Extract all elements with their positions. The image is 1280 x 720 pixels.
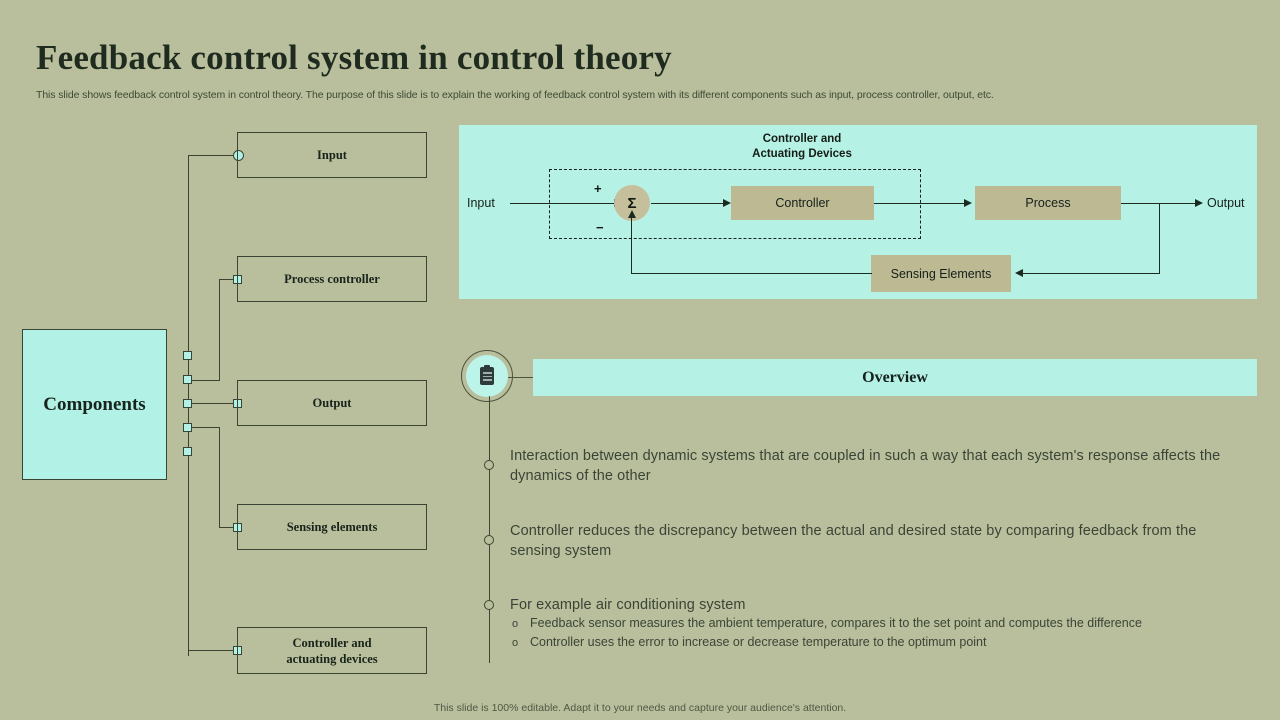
tree-branch-sensing-h2 — [219, 527, 238, 529]
tree-branch-process-controller-v — [219, 280, 221, 381]
component-box-input[interactable]: Input — [237, 132, 427, 178]
tree-branch-output — [188, 403, 238, 405]
component-box-sensing-elements[interactable]: Sensing elements — [237, 504, 427, 550]
components-root-box[interactable]: Components — [22, 329, 167, 480]
tree-spine-node-5[interactable] — [183, 447, 192, 456]
tree-branch-sensing-h1 — [188, 427, 220, 429]
feedback-into-sum-arrowhead — [627, 210, 636, 218]
tree-spine-node-1[interactable] — [183, 351, 192, 360]
sub-bullet-text-1: Feedback sensor measures the ambient tem… — [530, 616, 1142, 630]
feedback-vertical-to-sum — [631, 217, 633, 274]
diagram-block-sensing-elements-label: Sensing Elements — [890, 266, 992, 281]
overview-bullet-3: For example air conditioning system — [510, 597, 746, 613]
feedback-to-sensing-arrowhead — [1015, 269, 1023, 277]
block-diagram-panel: Controller and Actuating Devices Input +… — [459, 125, 1257, 299]
sub-bullet-marker: o — [512, 637, 519, 649]
list-item: o Feedback sensor measures the ambient t… — [512, 614, 1262, 633]
footer-note: This slide is 100% editable. Adapt it to… — [433, 702, 847, 714]
overview-icon-ring — [461, 350, 513, 402]
components-root-label: Components — [43, 393, 146, 415]
overview-bullet-1: Interaction between dynamic systems that… — [510, 448, 1221, 484]
component-box-controller-actuating[interactable]: Controller and actuating devices — [237, 627, 427, 674]
overview-timeline — [488, 397, 490, 663]
overview-sub-bullets: o Feedback sensor measures the ambient t… — [512, 614, 1262, 652]
tree-branch-controller-actuating — [188, 650, 238, 652]
component-box-output[interactable]: Output — [237, 380, 427, 426]
summing-minus-sign: − — [596, 220, 604, 235]
clipboard-icon — [480, 364, 494, 385]
component-label-output: Output — [312, 396, 352, 410]
diagram-output-label: Output — [1207, 196, 1245, 210]
timeline-dot-1 — [484, 460, 494, 470]
diagram-block-controller[interactable]: Controller — [731, 186, 874, 220]
overview-bullet-2: Controller reduces the discrepancy betwe… — [510, 523, 1197, 559]
feedback-horizontal-left — [631, 273, 872, 275]
tree-branch-input — [188, 155, 238, 157]
diagram-block-controller-label: Controller — [775, 196, 830, 210]
overview-heading-label: Overview — [862, 368, 928, 386]
component-label-controller-actuating: Controller and actuating devices — [286, 635, 378, 666]
tree-branch-process-controller-h1 — [188, 380, 220, 382]
diagram-block-process-label: Process — [1025, 196, 1071, 210]
page-subtitle: This slide shows feedback control system… — [36, 89, 994, 101]
component-label-sensing-elements: Sensing elements — [286, 520, 378, 534]
sum-to-controller-arrowhead — [723, 199, 731, 207]
tree-node-input-circle[interactable] — [233, 150, 244, 161]
list-item: o Controller uses the error to increase … — [512, 633, 1262, 652]
page-title: Feedback control system in control theor… — [36, 38, 672, 77]
tree-spine-node-2[interactable] — [183, 375, 192, 384]
component-label-process-controller: Process controller — [284, 272, 380, 286]
component-box-process-controller[interactable]: Process controller — [237, 256, 427, 302]
output-arrowhead — [1195, 199, 1203, 207]
diagram-block-process[interactable]: Process — [975, 186, 1121, 220]
overview-badge-connector — [508, 377, 536, 379]
tree-spine-node-4[interactable] — [183, 423, 192, 432]
tree-branch-process-controller-h2 — [219, 279, 238, 281]
overview-icon-badge — [466, 355, 508, 397]
component-label-input: Input — [317, 148, 347, 162]
summing-plus-sign: + — [594, 181, 602, 196]
diagram-group-label-text: Controller and Actuating Devices — [752, 133, 852, 160]
sub-bullet-marker: o — [512, 618, 519, 630]
diagram-group-label: Controller and Actuating Devices — [742, 132, 862, 162]
input-wire — [510, 203, 615, 205]
timeline-dot-3 — [484, 600, 494, 610]
feedback-tap-vertical — [1159, 203, 1161, 274]
sum-to-controller-wire — [651, 203, 727, 205]
tree-branch-sensing-v — [219, 427, 221, 528]
overview-heading-bar: Overview — [533, 359, 1257, 396]
tree-spine-node-3[interactable] — [183, 399, 192, 408]
controller-to-process-arrowhead — [964, 199, 972, 207]
timeline-dot-2 — [484, 535, 494, 545]
diagram-input-label: Input — [467, 196, 495, 210]
sub-bullet-text-2: Controller uses the error to increase or… — [530, 635, 987, 649]
diagram-block-sensing-elements[interactable]: Sensing Elements — [871, 255, 1011, 292]
controller-to-process-wire — [874, 203, 967, 205]
summing-junction-symbol: Σ — [627, 194, 637, 212]
feedback-horizontal-right — [1023, 273, 1160, 275]
